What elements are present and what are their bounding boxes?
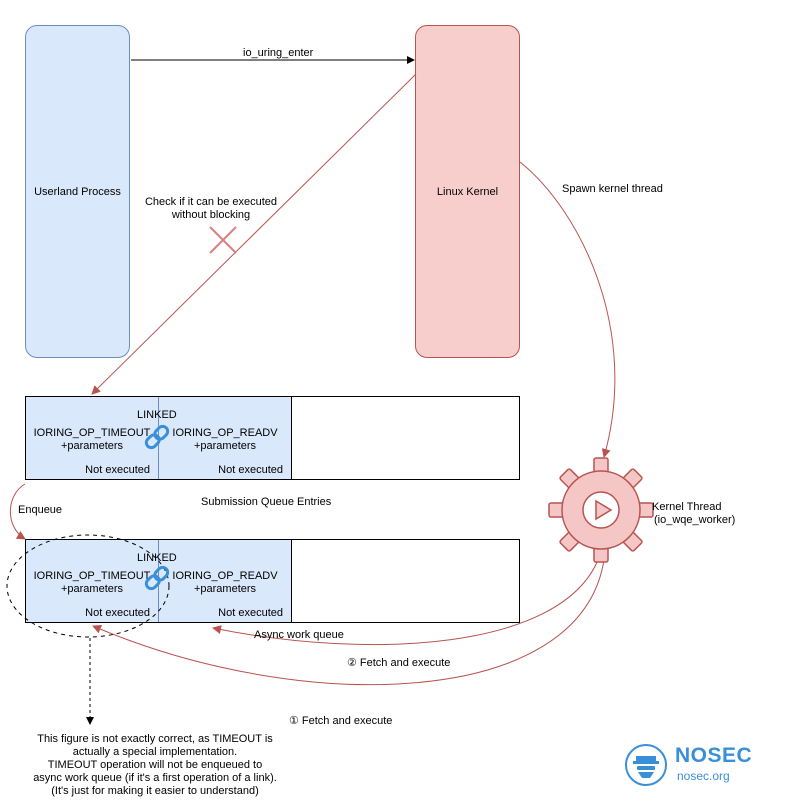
kernel-thread-label: Kernel Thread bbox=[652, 501, 722, 513]
userland-process-label: Userland Process bbox=[34, 185, 121, 198]
fetch-execute-2-label: ② Fetch and execute bbox=[347, 657, 451, 669]
blocked-x-icon bbox=[209, 226, 237, 254]
linux-kernel-label: Linux Kernel bbox=[436, 185, 499, 198]
spawn-thread-arrow bbox=[519, 161, 616, 458]
awq-timeout-cell: IORING_OP_TIMEOUT +parameters Not execut… bbox=[26, 540, 159, 622]
kernel-thread-sublabel: (io_wqe_worker) bbox=[654, 514, 736, 526]
async-work-queue-row: IORING_OP_TIMEOUT +parameters Not execut… bbox=[25, 539, 520, 623]
sqe-readv-cell: IORING_OP_READV +parameters Not executed bbox=[159, 397, 292, 479]
link-chain-icon bbox=[144, 565, 170, 591]
awq-readv-params: +parameters bbox=[193, 583, 257, 595]
spawn-thread-label: Spawn kernel thread bbox=[562, 183, 663, 195]
awq-readv-op: IORING_OP_READV bbox=[172, 570, 278, 582]
sqe-timeout-op: IORING_OP_TIMEOUT bbox=[33, 427, 151, 439]
link-chain-icon bbox=[144, 424, 170, 450]
awq-timeout-status: Not executed bbox=[85, 607, 150, 619]
userland-process-box: Userland Process bbox=[25, 25, 130, 358]
sqe-timeout-cell: IORING_OP_TIMEOUT +parameters Not execut… bbox=[26, 397, 159, 479]
enqueue-label: Enqueue bbox=[18, 504, 63, 516]
fetch-execute-1-arrow bbox=[92, 559, 605, 686]
fetch-execute-2-arrow bbox=[212, 559, 599, 646]
check-execution-label-line2: without blocking bbox=[171, 209, 251, 221]
explanatory-note: This figure is not exactly correct, as T… bbox=[33, 733, 277, 797]
sqe-readv-op: IORING_OP_READV bbox=[172, 427, 278, 439]
awq-linked-label: LINKED bbox=[137, 552, 177, 564]
timeout-highlight-ellipse bbox=[6, 534, 170, 638]
fetch-execute-1-label: ① Fetch and execute bbox=[289, 715, 393, 727]
gear-icon bbox=[548, 457, 654, 563]
sqe-timeout-params: +parameters bbox=[60, 440, 124, 452]
submission-queue-label: Submission Queue Entries bbox=[201, 496, 332, 508]
submission-queue-row: IORING_OP_TIMEOUT +parameters Not execut… bbox=[25, 396, 520, 480]
sqe-readv-params: +parameters bbox=[193, 440, 257, 452]
sqe-timeout-status: Not executed bbox=[85, 464, 150, 476]
async-work-queue-label: Async work queue bbox=[254, 629, 344, 641]
enqueue-arrow bbox=[10, 483, 26, 540]
awq-timeout-op: IORING_OP_TIMEOUT bbox=[33, 570, 151, 582]
io-uring-enter-label: io_uring_enter bbox=[243, 47, 314, 59]
awq-readv-status: Not executed bbox=[218, 607, 283, 619]
sqe-linked-label: LINKED bbox=[137, 409, 177, 421]
sqe-readv-status: Not executed bbox=[218, 464, 283, 476]
nosec-logo-icon bbox=[625, 744, 667, 786]
nosec-logo: NOSEC nosec.org bbox=[625, 742, 765, 788]
nosec-logo-title: NOSEC bbox=[675, 744, 753, 767]
awq-timeout-params: +parameters bbox=[60, 583, 124, 595]
check-execution-arrow bbox=[91, 73, 417, 395]
awq-readv-cell: IORING_OP_READV +parameters Not executed bbox=[159, 540, 292, 622]
linux-kernel-box: Linux Kernel bbox=[415, 25, 520, 358]
nosec-logo-subtitle: nosec.org bbox=[677, 769, 730, 783]
check-execution-label-line1: Check if it can be executed bbox=[144, 196, 278, 208]
